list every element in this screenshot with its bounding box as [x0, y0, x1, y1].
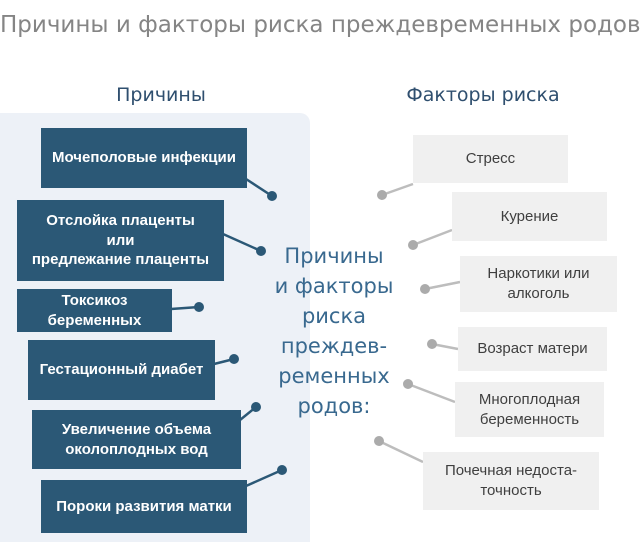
risk-box-renal-failure: Почечная недоста- точность: [423, 452, 599, 510]
cause-box-uterine-malformations: Пороки развития матки: [41, 480, 247, 533]
risk-factors-column-header: Факторы риска: [406, 84, 560, 106]
cause-connectors: [170, 177, 287, 488]
risk-box-multiple-pregnancy: Многоплодная беременность: [455, 382, 604, 437]
risk-box-smoking: Курение: [452, 192, 607, 241]
cause-box-gestational-diabetes: Гестационный диабет: [28, 340, 215, 400]
cause-box-toxicosis: Токсикоз беремен­ных: [17, 289, 172, 332]
cause-box-amniotic-fluid: Увеличение объема околоплодных вод: [32, 410, 241, 469]
risk-connectors: [374, 182, 461, 464]
risk-box-drugs-alcohol: Наркотики или алкоголь: [460, 256, 617, 312]
page-title: Причины и факторы риска преждевременных …: [0, 12, 640, 38]
cause-box-urogenital-infections: Мочеполовые инфекции: [41, 128, 247, 188]
center-label: Причины и факторы риска преждев- ременны…: [274, 244, 394, 418]
risk-box-maternal-age: Возраст матери: [458, 327, 607, 371]
causes-column-header: Причины: [116, 84, 206, 106]
risk-box-stress: Стресс: [413, 135, 568, 183]
cause-box-placental-abruption: Отслойка плаценты или предлежание плацен…: [17, 200, 224, 281]
